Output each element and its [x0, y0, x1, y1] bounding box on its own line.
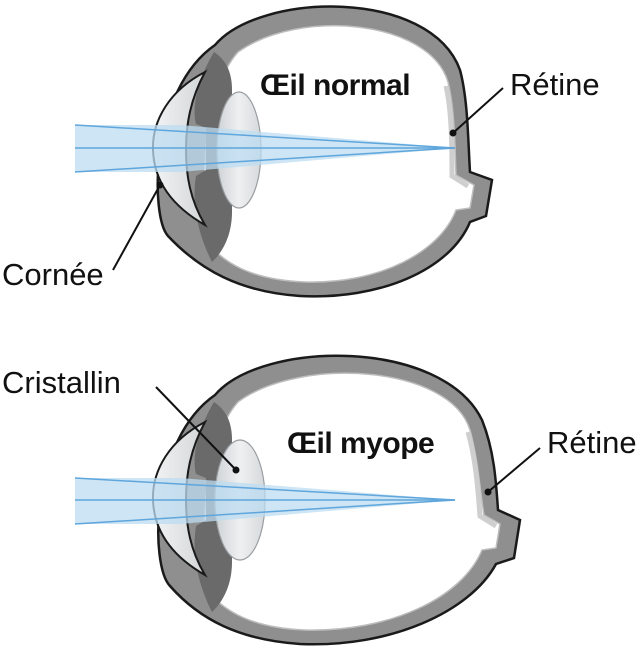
- retina-leader: [487, 447, 541, 493]
- eye-normal: Œil normal Rétine Cornée: [2, 5, 600, 298]
- lens-label: Cristallin: [2, 365, 121, 400]
- cornea-leader: [112, 184, 161, 271]
- retina-label-myope: Rétine: [547, 425, 637, 460]
- cornea-label: Cornée: [2, 257, 104, 292]
- retina-label-normal: Rétine: [510, 67, 600, 102]
- title-normal: Œil normal: [260, 69, 410, 102]
- light-beam: [75, 478, 455, 524]
- eye-myope: Œil myope Rétine Cristallin: [2, 354, 637, 646]
- retina-layer: [465, 431, 498, 529]
- retina-leader: [452, 87, 504, 134]
- lens-leader: [155, 386, 237, 471]
- ray-bottom: [74, 499, 456, 525]
- title-myope: Œil myope: [287, 427, 434, 460]
- ray-top: [74, 477, 456, 501]
- ray-top: [74, 124, 456, 149]
- ray-bottom: [74, 147, 456, 173]
